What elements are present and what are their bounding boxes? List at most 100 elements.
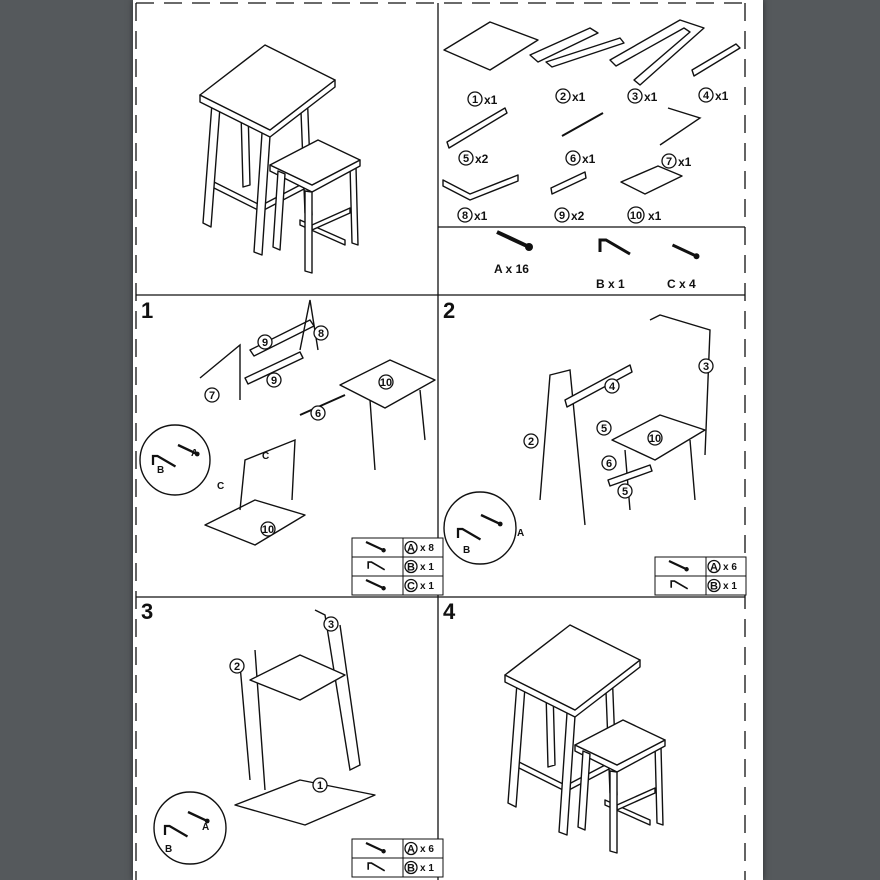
number-label: 10 — [630, 210, 642, 222]
number-circle — [627, 88, 643, 104]
number-label: A — [407, 844, 415, 856]
number-label: 1 — [472, 94, 478, 106]
part-5-quantity: x2 — [475, 152, 489, 166]
step-1-illustration — [139, 299, 436, 546]
hardware-quantity: x 1 — [420, 863, 434, 874]
hardware-list: A x 16 B x 1 C x 4 — [494, 230, 702, 291]
allen-key-icon — [163, 824, 189, 838]
part-3-drawing — [609, 19, 705, 86]
detail-magnifier-circle — [153, 791, 227, 865]
number-circle — [555, 88, 571, 104]
number-circle — [698, 87, 714, 103]
number-circle — [523, 433, 539, 449]
number-label: A — [407, 543, 415, 555]
number-circle — [596, 420, 612, 436]
number-circle — [601, 455, 617, 471]
part-9-quantity: x2 — [571, 209, 585, 223]
allen-key-icon — [600, 240, 630, 254]
part-callout: 4 — [604, 378, 620, 394]
step-1-number: 1 — [141, 298, 153, 323]
number-circle — [404, 860, 418, 875]
number-circle — [404, 559, 418, 574]
part-7-drawing — [659, 107, 702, 146]
part-callout: 9 — [266, 372, 282, 388]
number-label: 2 — [528, 436, 534, 448]
part-5-drawing — [446, 107, 508, 149]
hardware-callout: B — [165, 844, 172, 855]
hardware-callout: B — [157, 465, 164, 476]
part-callout: 3 — [698, 358, 714, 374]
hardware-callout: C — [262, 451, 269, 462]
number-label: A — [710, 562, 718, 574]
part-7-number: 7 — [661, 153, 677, 169]
number-circle — [467, 91, 483, 107]
number-label: 8 — [462, 210, 468, 222]
hardware-callout: A — [191, 448, 198, 459]
number-label: 5 — [463, 153, 469, 165]
part-2-quantity: x1 — [572, 90, 586, 104]
number-circle — [404, 841, 418, 856]
number-circle — [604, 378, 620, 394]
number-circle — [204, 387, 220, 403]
hardware-callout: A — [517, 528, 524, 539]
number-circle — [312, 777, 328, 793]
part-3-number: 3 — [627, 88, 643, 104]
hardware-quantity: x 1 — [723, 581, 737, 592]
number-circle — [661, 153, 677, 169]
part-callout: 2 — [523, 433, 539, 449]
number-circle — [698, 358, 714, 374]
number-circle — [457, 207, 473, 223]
hardware-quantity: x 1 — [420, 562, 434, 573]
hardware-callout: B — [463, 545, 470, 556]
number-circle — [257, 334, 273, 350]
number-label: 10 — [262, 524, 274, 536]
part-callout: 10 — [378, 374, 394, 390]
number-label: 6 — [606, 458, 612, 470]
hardware-code: A — [404, 540, 418, 555]
screw-c-icon — [670, 243, 702, 261]
number-label: C — [407, 581, 415, 593]
number-label: 8 — [318, 328, 324, 340]
hardware-code: A — [707, 559, 721, 574]
part-4-number: 4 — [698, 87, 714, 103]
part-8-drawing — [442, 174, 519, 201]
part-6-number: 6 — [565, 150, 581, 166]
part-2-drawing-rail — [545, 37, 625, 68]
number-label: 6 — [570, 153, 576, 165]
number-circle — [266, 372, 282, 388]
number-label: 9 — [271, 375, 277, 387]
number-circle — [229, 658, 245, 674]
part-1-drawing — [443, 21, 539, 71]
number-circle — [378, 374, 394, 390]
number-label: 5 — [622, 486, 628, 498]
part-1-quantity: x1 — [484, 93, 498, 107]
number-circle — [323, 616, 339, 632]
step-3-number: 3 — [141, 599, 153, 624]
step-4-number: 4 — [443, 599, 456, 624]
number-label: 2 — [560, 91, 566, 103]
part-7-quantity: x1 — [678, 155, 692, 169]
part-callout: 10 — [260, 521, 276, 537]
part-5-number: 5 — [458, 150, 474, 166]
part-1-number: 1 — [467, 91, 483, 107]
hardware-callout: C — [217, 481, 224, 492]
part-callout: 8 — [313, 325, 329, 341]
number-circle — [707, 559, 721, 574]
hardware-code: C — [404, 578, 418, 593]
number-label: 9 — [262, 337, 268, 349]
part-callout: 5 — [617, 483, 633, 499]
hardware-quantity: x 1 — [420, 581, 434, 592]
hardware-a-label: A x 16 — [494, 262, 529, 276]
number-circle — [260, 521, 276, 537]
detail-magnifier-circle — [139, 424, 211, 496]
number-circle — [565, 150, 581, 166]
number-circle — [404, 578, 418, 593]
part-callout: 10 — [647, 430, 663, 446]
step-3-illustration — [153, 609, 376, 865]
step-4-stool-illustration — [504, 624, 666, 854]
hardware-callout: A — [202, 822, 209, 833]
number-label: B — [407, 562, 415, 574]
